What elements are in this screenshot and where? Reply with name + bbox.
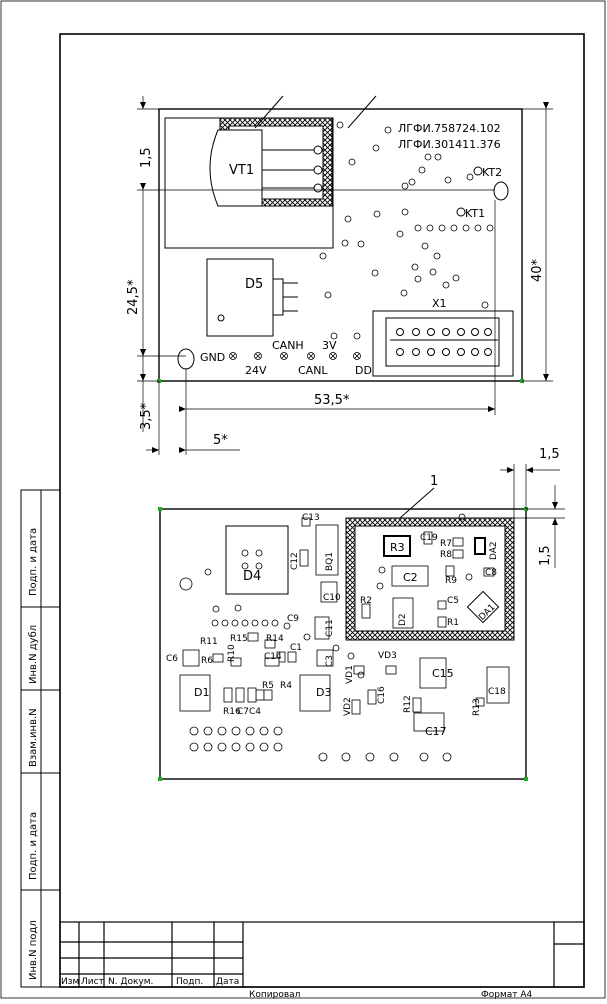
label-c19: C19 [420,533,438,543]
label-c15: C15 [432,667,454,680]
label-r14: R14 [266,634,284,644]
label-r8: R8 [440,550,452,560]
label-r10: R10 [227,644,237,662]
doc-number-1: ЛГФИ.758724.102 [398,122,501,135]
label-r12: R12 [403,695,413,713]
label-c17: C17 [425,725,447,738]
label-c8: C8 [485,568,497,578]
label-c12: C12 [290,552,300,570]
label-r13: R13 [472,698,482,716]
label-r5: R5 [262,681,274,691]
dim-3-5: 3,5* [139,402,154,430]
dim-53-5: 53,5* [314,393,350,408]
dim-24-5: 24,5* [126,279,141,315]
vias-top [319,121,494,340]
side-stamp [20,489,61,988]
label-r1: R1 [447,618,459,628]
label-vd2: VD2 [343,697,353,716]
components-bottom [179,517,510,732]
title-block [59,921,585,988]
label-c4: C4 [249,707,261,717]
label-c16: C16 [377,686,387,704]
vias-bottom [179,513,473,762]
pin-24v: 24V [245,364,267,377]
vt1-transistor: VT1 [164,95,377,249]
dimension-lines-top [137,96,553,455]
label-vd1: VD1 [345,665,355,684]
tb-col-podp: Подп. [176,977,203,987]
pin-gnd: GND [200,351,225,364]
label-d2: D2 [398,613,408,626]
kt2-label: KT2 [482,166,502,179]
stamp-inv-dubl: Инв.N дубл [28,625,39,684]
label-d3: D3 [316,686,331,699]
board-top: VT1 D5 ЛГФИ.758724.102 ЛГФИ.301411.376 [126,95,553,455]
label-da2: DA2 [489,541,499,560]
x1-connector: X1 [372,297,514,377]
tb-col-ndocum: N. Докум. [108,977,153,987]
pin-3v: 3V [322,339,337,352]
dim-40: 40* [530,258,545,282]
label-r6: R6 [201,656,213,666]
d5-component: D5 [206,258,298,337]
dim-1-5-top: 1,5 [139,147,154,168]
label-r7: R7 [440,539,452,549]
label-r4: R4 [280,681,292,691]
d4-label: D4 [243,569,261,584]
tb-col-izm: Изм [61,977,79,987]
label-c2: C2 [403,571,418,584]
stamp-sign-date-1: Подп. и дата [28,528,39,596]
pin-canl: CANL [298,364,328,377]
dim-1-5-horizontal: 1,5 [539,447,560,462]
tb-format: Формат A4 [481,990,533,1000]
tb-copied: Копировал [249,990,300,1000]
stamp-inv-podl: Инв.N подл [28,920,39,980]
label-r11: R11 [200,637,218,647]
label-r2: R2 [360,596,372,606]
kt1-label: KT1 [465,207,485,220]
label-r15: R15 [230,634,248,644]
label-c18: C18 [488,687,506,697]
board-bottom: 1 1,5 1,5 D4 [158,447,565,781]
tb-col-data: Дата [216,977,239,987]
label-c10: C10 [323,593,341,603]
label-c13: C13 [302,513,320,523]
tb-col-list: Лист [81,977,104,987]
doc-number-2: ЛГФИ.301411.376 [398,138,501,151]
stamp-sign-date-2: Подп. и дата [28,812,39,880]
dim-5: 5* [213,433,228,448]
label-c11: C11 [325,619,335,637]
pin-markers [229,352,361,360]
label-r3: R3 [390,541,405,554]
x1-label: X1 [432,297,447,310]
stamp-vzam-inv: Взам.инв.N [28,708,39,767]
pin-canh: CANH [272,339,304,352]
label-c14: C14 [264,652,282,662]
label-c5: C5 [447,596,459,606]
dimension-lines-bottom [500,464,565,568]
label-c9: C9 [287,614,299,624]
label-bq1: BQ1 [325,552,335,571]
label-c3: C3 [325,655,335,667]
label-vd3: VD3 [378,651,397,661]
dim-1-5-vertical: 1,5 [538,545,553,566]
label-c1: C1 [290,643,302,653]
label-d1: D1 [194,686,209,699]
label-c6: C6 [166,654,178,664]
vt1-label: VT1 [229,163,254,178]
d5-label: D5 [245,277,263,292]
pin-dd: DD [355,364,372,377]
callout-1: 1 [430,474,438,489]
label-r9: R9 [445,576,457,586]
label-c7: C7 [237,707,249,717]
label-r16: R16 [223,707,241,717]
